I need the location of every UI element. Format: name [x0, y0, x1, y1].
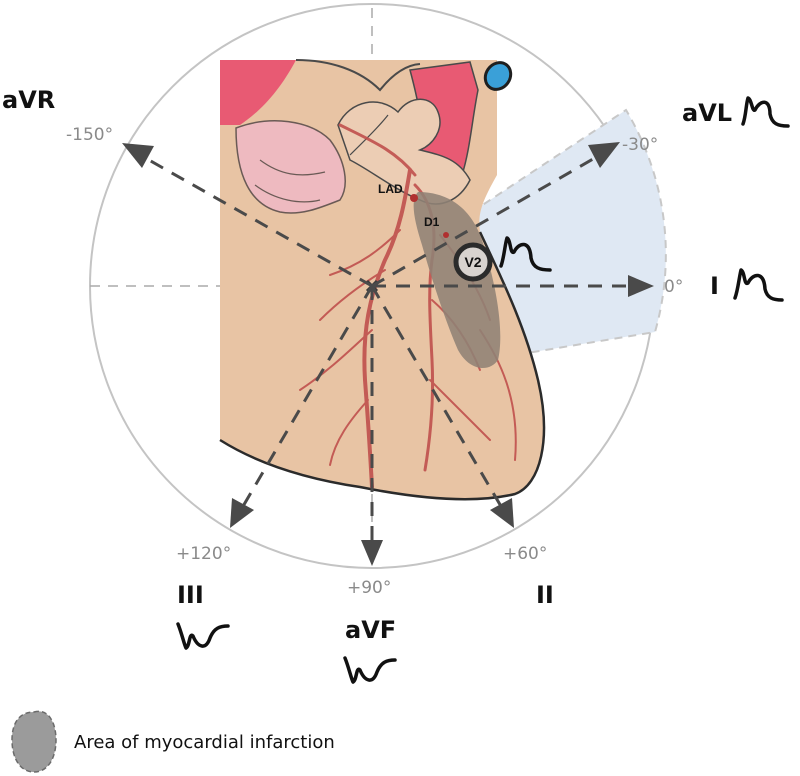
angle-iii: +120° [176, 544, 231, 564]
v2-label: V2 [464, 254, 481, 270]
angle-avr: -150° [66, 125, 113, 145]
axis-avl [371, 153, 601, 288]
arrow-avf [361, 540, 383, 566]
angle-avl: -30° [622, 135, 658, 155]
lead-axes [122, 142, 654, 566]
lead-ii-label: II [536, 581, 554, 609]
heart-illustration: LAD D1 V2 [219, 59, 546, 501]
d1-label: D1 [424, 215, 440, 229]
arrow-iii [230, 498, 254, 528]
lead-avl-label: aVL [682, 99, 732, 127]
axis-avr [139, 153, 373, 288]
ecg-v2-icon [499, 236, 552, 272]
angle-avf: +90° [347, 578, 391, 598]
lad-label: LAD [378, 182, 403, 196]
coronary-arteries [299, 123, 517, 489]
superior-vessel [220, 60, 296, 125]
axis-iii [240, 285, 374, 509]
lateral-sector [470, 108, 667, 357]
legend: Area of myocardial infarction [11, 710, 335, 773]
lead-avf-label: aVF [345, 616, 396, 644]
v2-electrode [453, 242, 493, 282]
ecg-iii-icon [176, 622, 230, 650]
angle-i: 0° [664, 277, 683, 297]
ecg-avf-icon [343, 656, 397, 684]
ecg-avl-icon [741, 96, 790, 128]
arrow-i [628, 275, 654, 297]
axis-ii [370, 285, 504, 509]
lead-iii-label: III [177, 581, 204, 609]
ecg-i-icon [733, 268, 784, 302]
vessel-opening [483, 61, 513, 91]
legend-infarct-swatch [11, 710, 57, 773]
legend-label: Area of myocardial infarction [74, 732, 335, 753]
arrow-avl [588, 142, 620, 168]
infarct-area [413, 192, 501, 369]
lead-avr-label: aVR [2, 86, 55, 114]
arrow-avr [122, 143, 154, 168]
arrow-ii [490, 498, 514, 528]
angle-ii: +60° [503, 544, 547, 564]
lead-i-label: I [710, 272, 719, 300]
